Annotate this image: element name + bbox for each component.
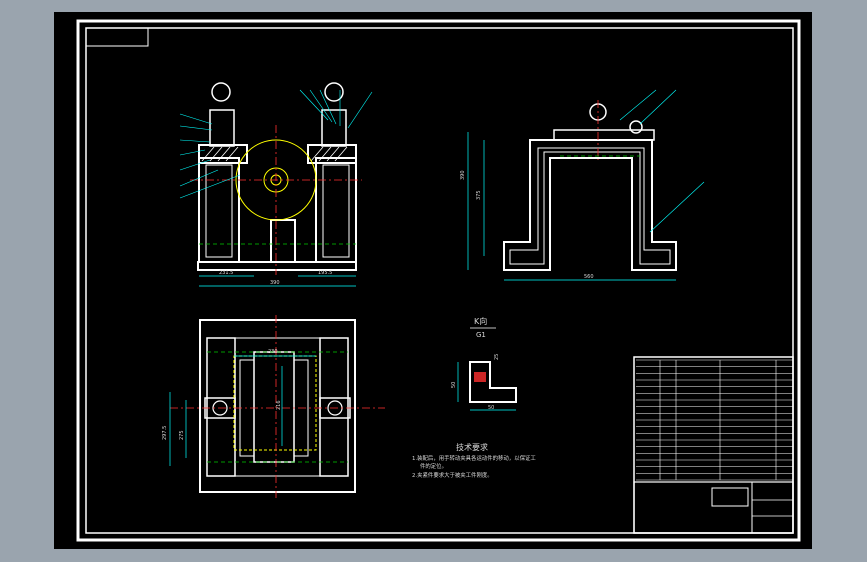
- k-view-hatch-area: [474, 372, 486, 382]
- workpiece-circle: [235, 139, 317, 221]
- dim-k-width: 50: [488, 405, 494, 411]
- front-right-pillar: [315, 157, 357, 263]
- parts-list: [636, 359, 793, 481]
- dim-plan-height-1: 297.5: [162, 426, 168, 440]
- notes-line-1b: 件的定位。: [420, 462, 447, 470]
- plan-view: 230 297.5 275 216: [162, 315, 385, 498]
- dim-front-left-bottom: 231.5: [219, 270, 233, 276]
- front-left-pillar-inner: [205, 164, 233, 258]
- notes-title: 技术要求: [456, 442, 488, 452]
- side-right-knob: [629, 120, 643, 134]
- outer-frame: [76, 19, 801, 542]
- front-view: 231.5 195.5 390: [179, 82, 373, 287]
- front-right-knob: [324, 82, 344, 102]
- dim-plan-height-2: 275: [179, 430, 185, 440]
- side-leaders: [619, 89, 705, 233]
- front-leaders: [179, 89, 373, 199]
- k-view-profile: [469, 361, 517, 403]
- k-view-scale: G1: [476, 331, 486, 339]
- k-view-label: K向: [474, 316, 487, 326]
- corner-label-box: [85, 27, 149, 47]
- plan-outer: [199, 319, 356, 493]
- dim-side-height-1: 390: [460, 170, 466, 180]
- dim-k-height: 50: [451, 382, 457, 388]
- dim-plan-inner: 216: [276, 400, 282, 410]
- front-left-knob: [211, 82, 231, 102]
- dim-front-overall: 390: [270, 280, 280, 286]
- front-right-top-block: [307, 144, 357, 164]
- front-right-pillar-inner: [322, 164, 350, 258]
- title-block-lower: [633, 481, 794, 534]
- hatch-lines: [201, 146, 348, 162]
- front-left-top-block: [198, 144, 248, 164]
- title-name-box: [711, 487, 749, 507]
- dim-side-height-2: 375: [476, 190, 482, 200]
- side-bracket-outer: [503, 139, 677, 271]
- side-view: 390 375 560: [460, 89, 705, 281]
- dim-k-small: 25: [494, 354, 500, 360]
- notes-line-2: 2.夹紧件要求大于被夹工件刚度。: [412, 471, 493, 479]
- dim-side-width: 560: [584, 274, 594, 280]
- dim-front-right-bottom: 195.5: [318, 270, 332, 276]
- side-bracket-inner: [509, 147, 671, 265]
- front-right-clamp: [321, 109, 347, 147]
- technical-notes: 技术要求 1.装配后，用手转动夹具各运动件的移动，以保证工 件的定位。 2.夹紧…: [412, 442, 536, 479]
- front-left-pillar: [198, 157, 240, 263]
- side-top-plate: [553, 129, 655, 141]
- dim-plan-width: 230: [268, 349, 278, 355]
- front-left-clamp: [209, 109, 235, 147]
- paper-background: [54, 12, 812, 549]
- front-center-column: [270, 219, 296, 263]
- k-view: K向 G1 50 50 25: [451, 316, 517, 411]
- title-block: [633, 356, 794, 534]
- notes-line-1: 1.装配后，用手转动夹具各运动件的移动，以保证工: [412, 454, 536, 462]
- inner-frame: [85, 27, 794, 534]
